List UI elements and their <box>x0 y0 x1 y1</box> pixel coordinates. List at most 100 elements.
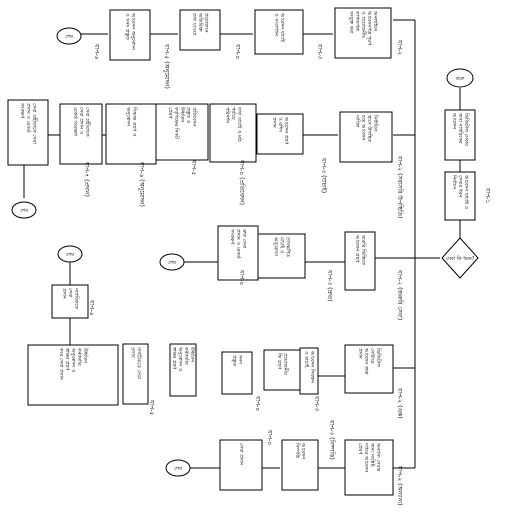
middle-step-2-box-text: যাচাই ও <box>279 236 285 254</box>
top-step-1-box: অনলাইনেআবেদনপত্র পূরণও প্রয়োজনীয়কাগজপত… <box>334 7 392 59</box>
middle-step-3-box-shape <box>217 225 259 281</box>
middle-step-2-box-shape <box>257 233 306 279</box>
decision-diamond: সেবা কি ধরন? <box>441 237 479 279</box>
upper-step-final-box-text: সংরক্ষণ <box>19 102 25 119</box>
lower-step-4-box-text: সনদ <box>237 354 243 364</box>
lower-step-5-box-text: উর্ধ্বতন <box>189 346 196 363</box>
end-label: শেষ <box>174 466 182 472</box>
bottom-step-1-box: অন্যান্য সেবারজন্য সংশ্লিষ্টদপ্তরে আবেদন… <box>344 439 394 496</box>
start-label: শুরু <box>455 76 464 82</box>
end-terminal-upper: শেষ <box>11 201 37 219</box>
lower-step-3-box-shape <box>263 349 301 391</box>
middle-branch-label: ধাপ-২ (জরুরি সেবা) <box>396 270 403 320</box>
top-step-4-box-text: আবেদন অনুমোদন <box>130 12 136 51</box>
end-terminal-bottom: শেষ <box>165 459 191 477</box>
upper-step-label-3: ধাপ-৫ <box>190 160 197 175</box>
lower-step-2-box: আবেদন নিবন্ধনও যাচাই <box>299 347 319 395</box>
upper-step-2-box-shape <box>256 113 304 155</box>
lower-step-1-box-text: প্রদান <box>357 348 363 360</box>
end-label: শেষ <box>20 208 28 214</box>
upper-step-final-box-shape <box>7 99 49 166</box>
bottom-step-1-box-text: প্রেরণ <box>357 443 363 456</box>
upper-step-6-box: সেবা গ্রহীতাকেসেবা প্রদান ওরেকর্ড সংরক্ষ… <box>59 103 103 165</box>
lower-step-combined-box-text: উর্ধ্বতন <box>82 347 89 364</box>
upper-step-4-box-text: প্রস্তুত ও <box>185 107 191 124</box>
lower-step-2-box-text: আবেদন নিবন্ধন <box>309 350 315 384</box>
upper-step-5-box-text: অনুমোদন <box>125 106 131 127</box>
top-step-3-box: প্রয়োজনেঅতিরিক্ততথ্য চাওয়া <box>179 9 221 51</box>
main-step-1-box: ডিজিটাল সেবারজন্য নাগরিকেরআবেদন <box>444 109 476 161</box>
lower-step-5-box-text: অনুমোদন ও <box>177 346 183 372</box>
upper-step-6-box-text: সেবা গ্রহীতাকে <box>84 107 91 137</box>
middle-step-3-box: দ্রুত সেবাপ্রদান ও রেকর্ডসংরক্ষণ <box>217 225 259 281</box>
upper-step-4-box-text: প্রতিবেদন <box>191 107 197 127</box>
bottom-branch-label: ধাপ-২ (অন্যান্য) <box>396 466 403 505</box>
lower-step-combined-box-text: অনুমোদন ও <box>70 347 76 373</box>
bottom-step-2-box-text: আবেদন <box>300 442 306 460</box>
main-step-2-box-text: আবেদন যাচাই ও <box>463 174 469 209</box>
lower-step-3-box: প্রয়োজনীয়ফি গ্রহণ <box>263 349 301 391</box>
lower-step-final-box-text: প্রদান <box>61 288 67 300</box>
upper-step-4-box-text: কর্তৃপক্ষের নিকট <box>173 106 180 139</box>
lower-step-6-box-text: প্রদান <box>130 347 136 359</box>
bottom-step-2-box-shape <box>281 439 319 491</box>
middle-step-1-box-text: জরুরি ভিত্তিতে <box>360 234 366 265</box>
main-step-1-box-text: ডিজিটাল সেবার <box>463 112 470 146</box>
lower-step-6-box-shape <box>122 343 149 405</box>
bottom-step-3-box-shape <box>219 439 263 491</box>
main-step-label: ধাপ-১ <box>484 188 491 203</box>
bottom-step-2-box-text: নিষ্পত্তি <box>294 442 300 458</box>
upper-step-1-box: নির্ধারিতস্থানে উপস্থিতহয়ে আবেদনদাখিল <box>339 111 393 163</box>
upper-step-1-box-text: দাখিল <box>354 114 360 128</box>
lower-step-1-box-text: সেন্টারে <box>369 348 376 364</box>
top-step-label-4: ধাপ-৬ <box>93 44 100 59</box>
lower-step-1-box-shape <box>344 344 394 394</box>
top-step-label-3: ধাপ-৫ (অনুমোদন) <box>163 44 170 89</box>
bottom-step-1-box-text: অন্যান্য সেবার <box>375 442 381 472</box>
lower-step-final-box: নাগরিককেসেবাপ্রদান <box>51 284 89 319</box>
middle-step-label-2: ধাপ-৪ <box>238 270 245 285</box>
top-step-2-box: আবেদন যাচাইও সংশোধন <box>254 9 304 55</box>
upper-step-label-1: ধাপ-৩ (যাচাই) <box>320 158 327 193</box>
top-step-4-box-shape <box>109 9 151 61</box>
bottom-step-1-box-text: দপ্তরে আবেদন <box>363 442 369 473</box>
upper-step-3-box-text: পরিদর্শন <box>224 107 231 124</box>
lower-step-5-box-shape <box>169 343 197 397</box>
middle-step-1-box-text: আবেদন গ্রহণ <box>354 234 360 263</box>
top-step-1-box-text: অনলাইনে <box>372 10 378 32</box>
upper-step-1-box-text: স্থানে উপস্থিত <box>366 114 373 142</box>
lower-step-combined-box-text: কর্মকর্তার <box>76 347 83 366</box>
decision-label: সেবা কি ধরন? <box>446 256 475 262</box>
lower-step-1-box: ডিজিটালসেন্টারেআবেদন জমাপ্রদান <box>344 344 394 394</box>
upper-step-1-box-text: নির্ধারিত <box>372 114 379 132</box>
upper-step-4-box-text: প্রেরণ <box>167 107 173 120</box>
bottom-step-3-box-text: সেবা প্রদান <box>238 443 244 466</box>
upper-step-2-box-text: প্রদান <box>271 117 277 129</box>
top-branch-label: ধাপ-২ <box>396 40 403 55</box>
upper-step-5-box: সিদ্ধান্ত গ্রহণ ওঅনুমোদন <box>105 103 157 165</box>
top-step-3-box-text: অতিরিক্ত <box>197 12 203 32</box>
lower-step-label-1: ধাপ-৩ <box>313 396 320 411</box>
lower-step-4-box-shape <box>221 351 253 395</box>
bottom-step-label-1: ধাপ-৩ (নিষ্পত্তি) <box>328 420 335 460</box>
lower-step-6-box-text: নাগরিককে সেবা <box>136 346 142 380</box>
upper-step-label-5: ধাপ-৭ (প্রদান) <box>83 162 90 197</box>
step-labels: ধাপ-২ ধাপ-৩ ধাপ-৪ ধাপ-৫ (অনুমোদন) ধাপ-৬ ধাপ-২… <box>83 40 404 505</box>
lower-step-1-box-text: আবেদন জমা <box>363 347 369 375</box>
lower-step-label-4: ধাপ-৬ <box>88 300 95 315</box>
upper-branch-label: ধাপ-২ (সরাসরি উপস্থিতি) <box>396 156 404 218</box>
main-step-1-box-shape <box>444 109 476 161</box>
upper-step-3-box-text: পর্যায়ে <box>230 107 237 121</box>
top-step-1-box-text: কাগজপত্র <box>354 10 360 31</box>
lower-step-label-3: ধাপ-৫ <box>148 400 155 415</box>
lower-step-final-box-text: নাগরিককে <box>73 287 79 309</box>
middle-step-3-box-text: প্রদান ও রেকর্ড <box>235 229 242 259</box>
top-step-3-box-shape <box>179 9 221 51</box>
lower-step-1-box-text: ডিজিটাল <box>375 347 382 367</box>
upper-step-6-box-text: রেকর্ড সংরক্ষণ <box>72 107 79 137</box>
process-boxes: ডিজিটাল সেবারজন্য নাগরিকেরআবেদন আবেদন যাচ… <box>7 7 476 496</box>
